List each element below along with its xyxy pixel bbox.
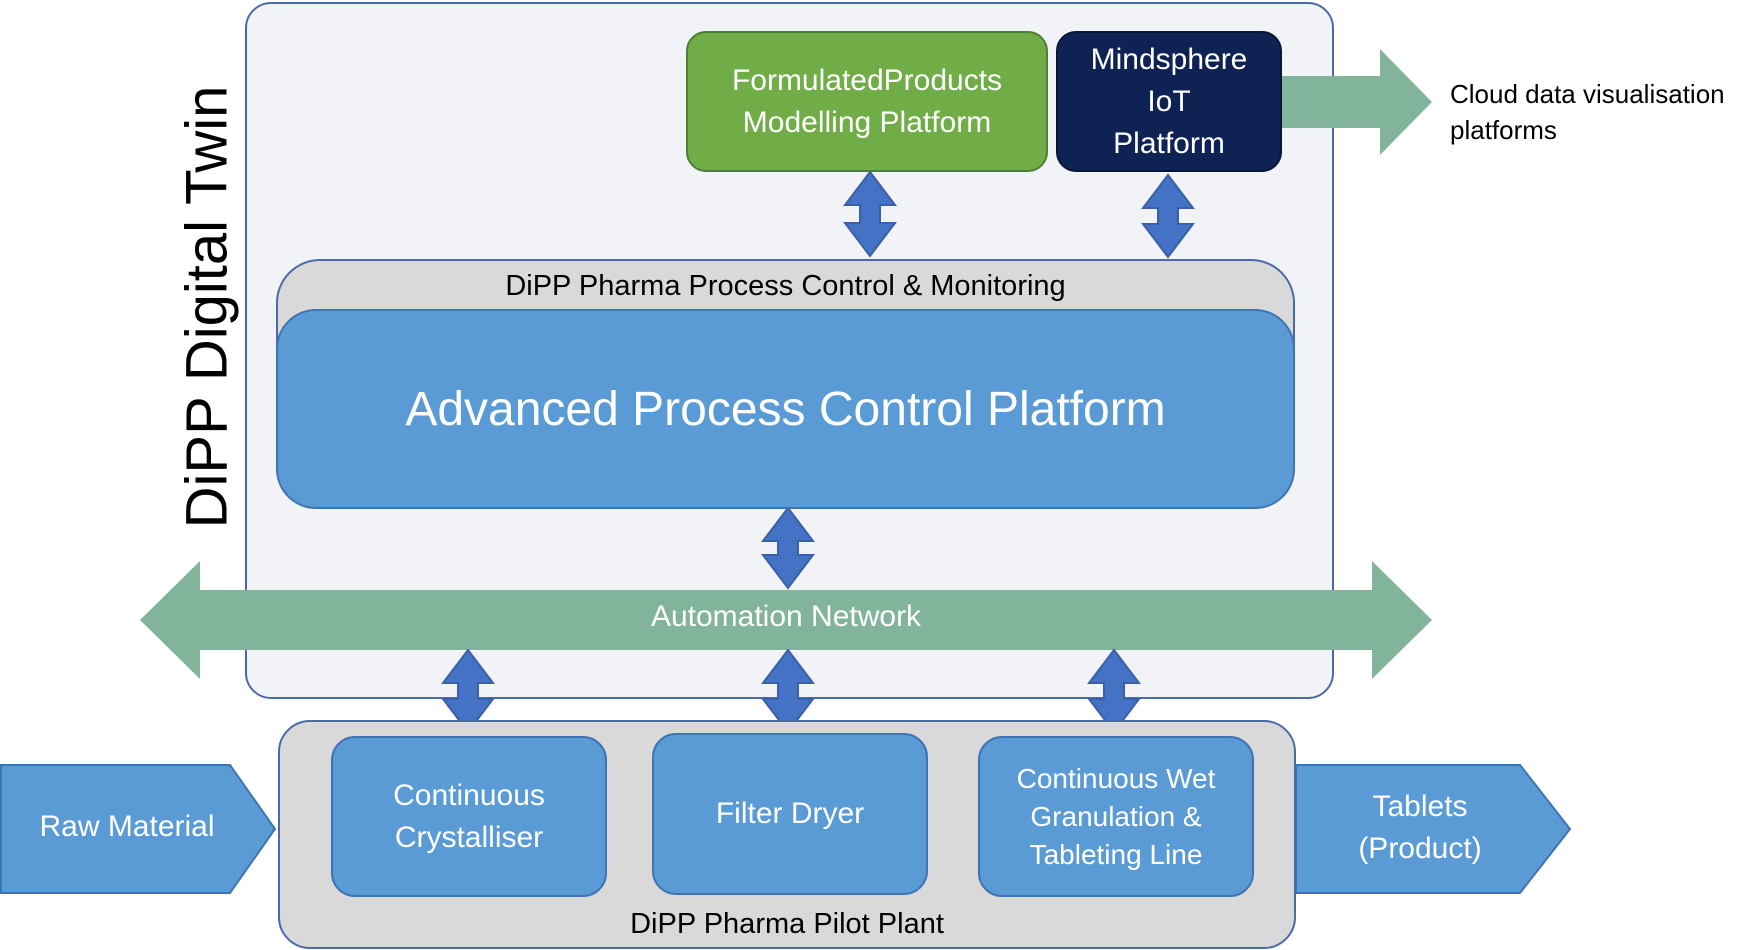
automation-network-label: Automation Network: [650, 600, 922, 633]
mindsphere-iot-platform-box: Mindsphere IoT Platform: [1056, 31, 1282, 172]
advanced-process-control-platform-box: Advanced Process Control Platform: [276, 309, 1295, 509]
automation-network-arrow: [140, 561, 1432, 679]
mindsphere-line-3: Platform: [1113, 126, 1225, 160]
connector-arrow-formulated-to-control: [842, 170, 898, 258]
connector-arrow-apc-to-network: [760, 506, 816, 590]
mindsphere-line-2: IoT: [1147, 84, 1191, 118]
digital-twin-title: DiPP Digital Twin: [174, 85, 240, 529]
raw-material-label: Raw Material: [39, 810, 215, 843]
tablets-product-label: Tablets (Product): [1296, 786, 1544, 870]
cloud-label-line-1: Cloud data visualisation: [1450, 79, 1725, 109]
connector-arrow-mindsphere-to-control: [1140, 173, 1196, 259]
advanced-process-control-platform-label: Advanced Process Control Platform: [405, 382, 1166, 436]
granulation-line-2: Granulation &: [1030, 800, 1202, 832]
tablets-line-2: (Product): [1358, 832, 1482, 865]
raw-material-arrow: [0, 764, 277, 894]
formulated-products-line-2: Modelling Platform: [742, 105, 992, 139]
cloud-platforms-label: Cloud data visualisation platforms: [1450, 76, 1725, 148]
filter-dryer-box: Filter Dryer: [652, 733, 928, 895]
process-control-monitoring-label: DiPP Pharma Process Control & Monitoring: [505, 270, 1066, 302]
cloud-label-line-2: platforms: [1450, 115, 1557, 145]
cloud-output-arrow: [1282, 49, 1432, 155]
mindsphere-line-1: Mindsphere: [1090, 42, 1248, 76]
wet-granulation-tableting-box: Continuous Wet Granulation & Tableting L…: [978, 736, 1254, 897]
granulation-line-3: Tableting Line: [1029, 838, 1203, 870]
tablets-output-arrow: [1295, 764, 1572, 894]
filter-dryer-line-1: Filter Dryer: [715, 797, 865, 830]
crystalliser-line-2: Crystalliser: [394, 820, 544, 854]
formulated-products-line-1: FormulatedProducts: [731, 63, 1003, 97]
granulation-line-1: Continuous Wet: [1016, 762, 1216, 794]
crystalliser-line-1: Continuous: [393, 778, 545, 812]
pilot-plant-label: DiPP Pharma Pilot Plant: [630, 908, 944, 940]
formulated-products-platform-box: FormulatedProducts Modelling Platform: [686, 31, 1048, 172]
continuous-crystalliser-box: Continuous Crystalliser: [331, 736, 607, 897]
tablets-line-1: Tablets: [1372, 790, 1468, 823]
